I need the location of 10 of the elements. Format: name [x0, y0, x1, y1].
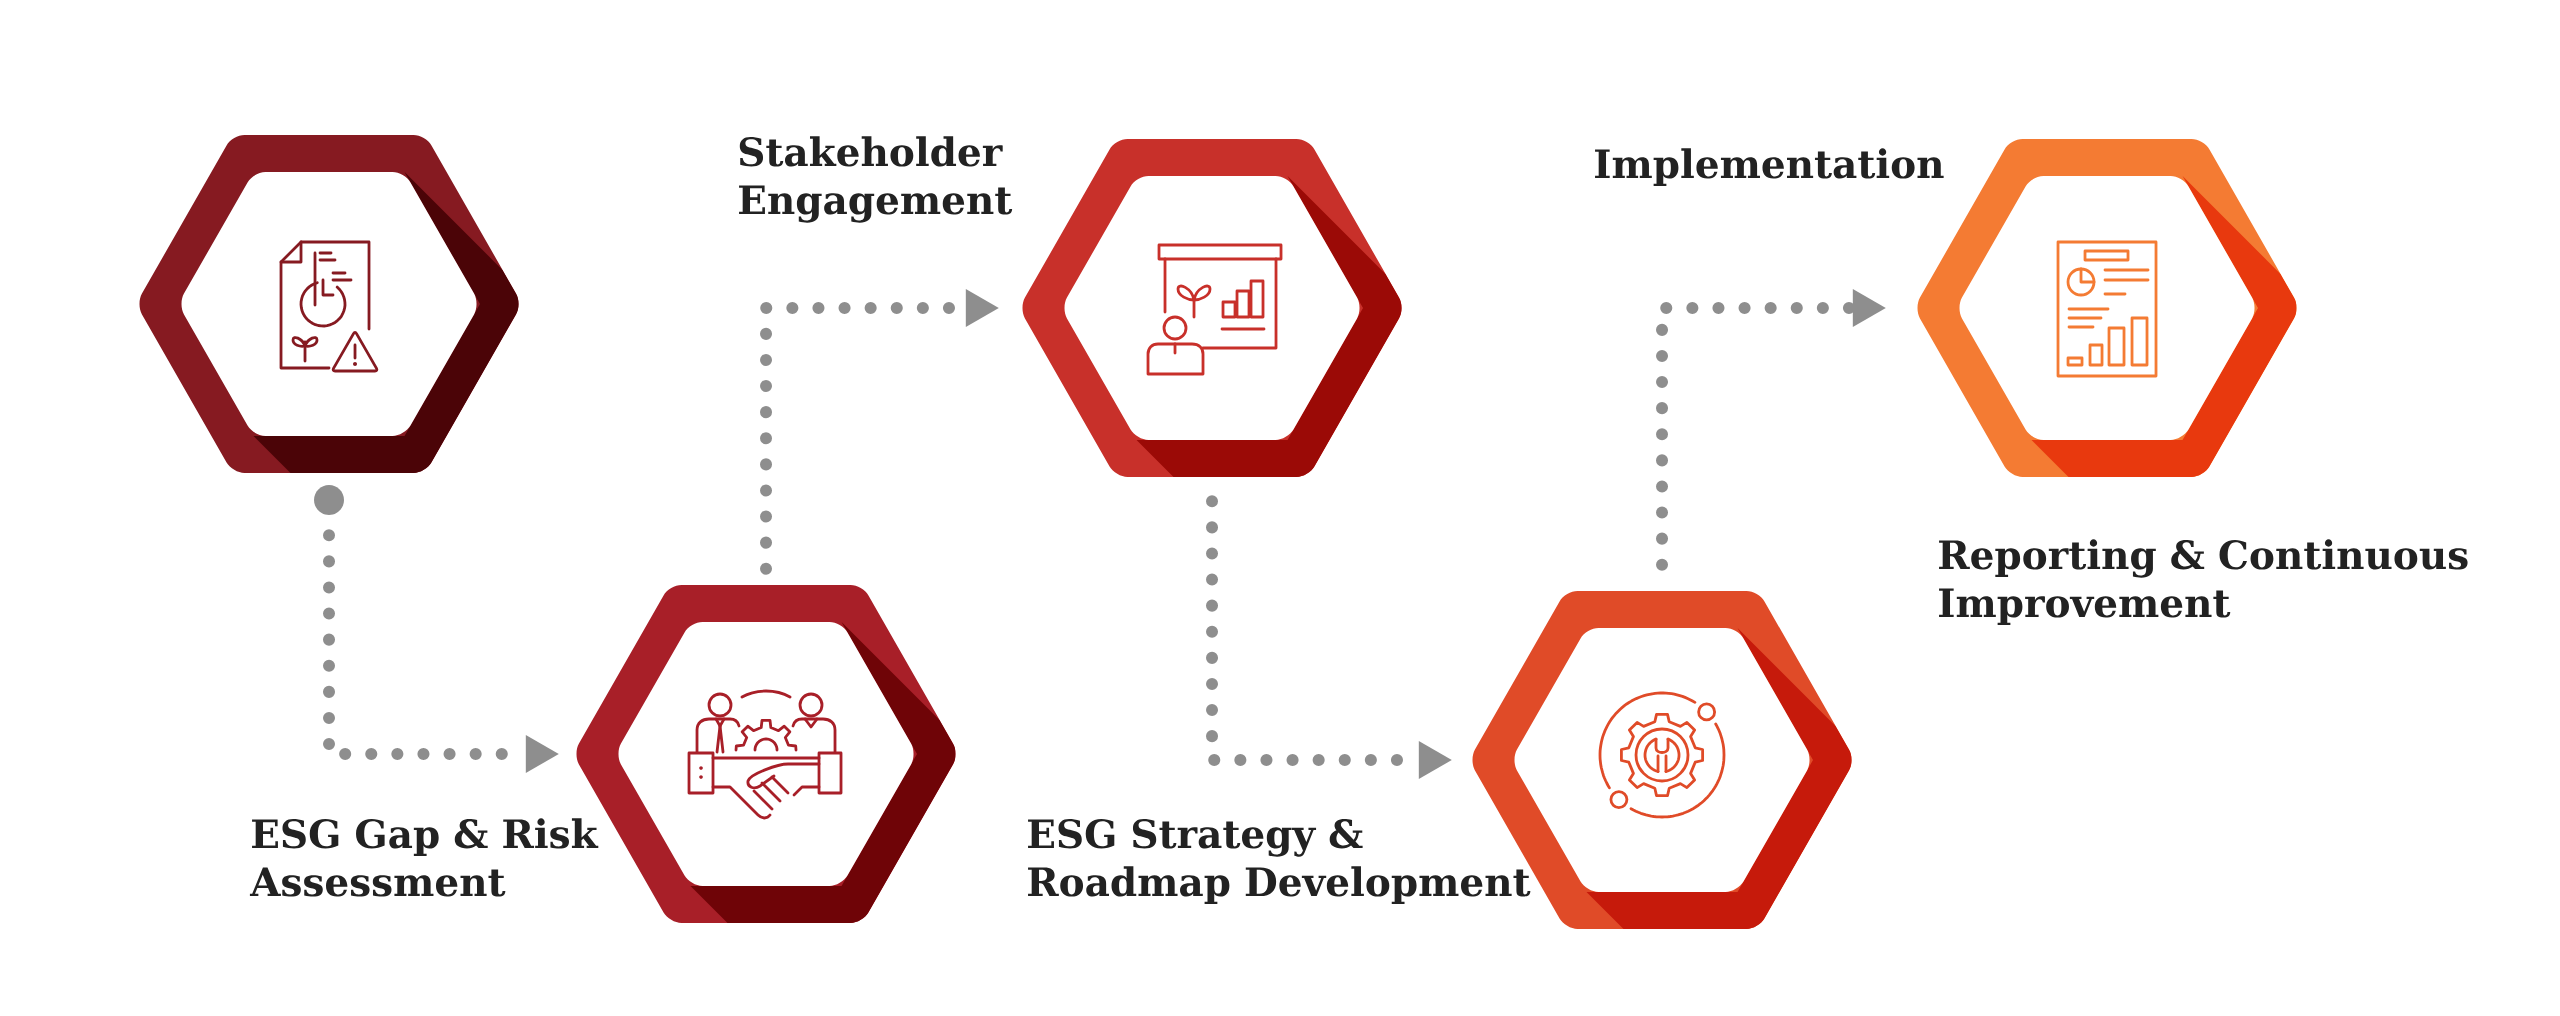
step-label: Reporting & Continuous Improvement [1939, 539, 2468, 626]
step-label: ESG Strategy & Roadmap Development [1028, 819, 1531, 905]
hexagon [139, 135, 519, 473]
dotted-arrow [1206, 495, 1452, 779]
step-label: Implementation [1595, 148, 1944, 187]
dotted-arrow [1656, 289, 1886, 571]
step-label: ESG Gap & Risk Assessment [249, 818, 599, 897]
dotted-arrow [760, 289, 999, 575]
dotted-arrow [323, 529, 559, 773]
hexagon [1022, 139, 1402, 477]
